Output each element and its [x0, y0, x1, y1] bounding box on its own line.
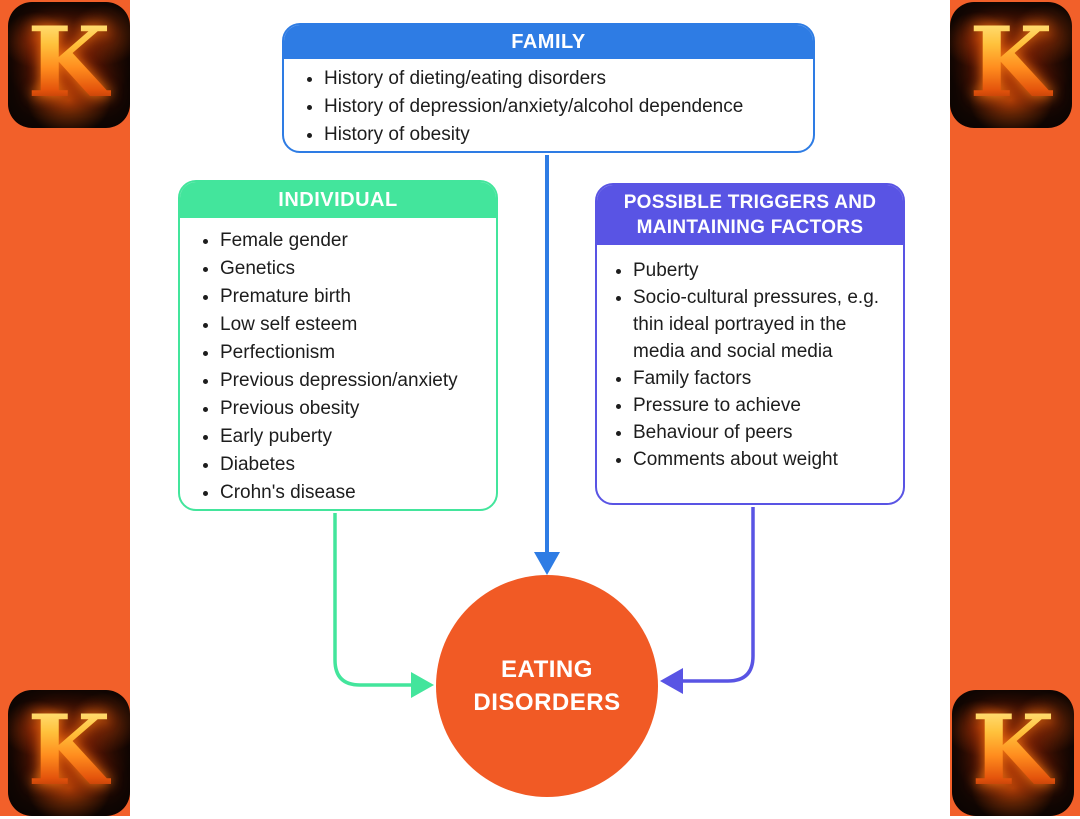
flaming-k-logo-top-left: K	[8, 2, 130, 128]
flaming-k-icon: K	[27, 694, 111, 807]
family-factor-list: History of dieting/eating disordersHisto…	[284, 59, 813, 149]
family-arrowhead-icon	[534, 552, 560, 575]
flaming-k-logo-top-right: K	[950, 2, 1072, 128]
individual-factor-list: Female genderGeneticsPremature birthLow …	[180, 218, 496, 507]
left-orange-bar	[0, 0, 130, 816]
individual-panel-title: INDIVIDUAL	[180, 182, 496, 218]
list-item: Puberty	[633, 257, 895, 284]
list-item: History of obesity	[324, 121, 803, 149]
list-item: Early puberty	[220, 423, 486, 451]
list-item: Comments about weight	[633, 446, 895, 473]
triggers-panel: POSSIBLE TRIGGERS AND MAINTAINING FACTOR…	[595, 183, 905, 505]
right-orange-bar	[950, 0, 1080, 816]
list-item: Premature birth	[220, 283, 486, 311]
eating-disorders-label: EATING DISORDERS	[473, 656, 621, 716]
list-item: Behaviour of peers	[633, 419, 895, 446]
flaming-k-logo-bottom-right: K	[952, 690, 1074, 816]
individual-panel: INDIVIDUAL Female genderGeneticsPrematur…	[178, 180, 498, 511]
list-item: History of depression/anxiety/alcohol de…	[324, 93, 803, 121]
list-item: Pressure to achieve	[633, 392, 895, 419]
triggers-arrowhead-icon	[660, 668, 683, 694]
list-item: Perfectionism	[220, 339, 486, 367]
individual-arrow	[333, 513, 412, 687]
individual-arrowhead-icon	[411, 672, 434, 698]
list-item: Previous obesity	[220, 395, 486, 423]
list-item: Diabetes	[220, 451, 486, 479]
flaming-k-logo-bottom-left: K	[8, 690, 130, 816]
eating-disorders-circle: EATING DISORDERS	[436, 575, 658, 797]
family-panel-title: FAMILY	[284, 25, 813, 59]
list-item: Family factors	[633, 365, 895, 392]
family-panel: FAMILY History of dieting/eating disorde…	[282, 23, 815, 153]
flaming-k-icon: K	[971, 694, 1055, 807]
list-item: Crohn's disease	[220, 479, 486, 507]
list-item: Socio-cultural pressures, e.g. thin idea…	[633, 284, 895, 365]
triggers-factor-list: PubertySocio-cultural pressures, e.g. th…	[597, 245, 903, 473]
triggers-arrow	[683, 507, 755, 683]
list-item: Low self esteem	[220, 311, 486, 339]
flaming-k-icon: K	[27, 6, 111, 119]
flaming-k-icon: K	[969, 6, 1053, 119]
list-item: History of dieting/eating disorders	[324, 65, 803, 93]
list-item: Previous depression/anxiety	[220, 367, 486, 395]
list-item: Female gender	[220, 227, 486, 255]
triggers-panel-title: POSSIBLE TRIGGERS AND MAINTAINING FACTOR…	[597, 185, 903, 245]
list-item: Genetics	[220, 255, 486, 283]
